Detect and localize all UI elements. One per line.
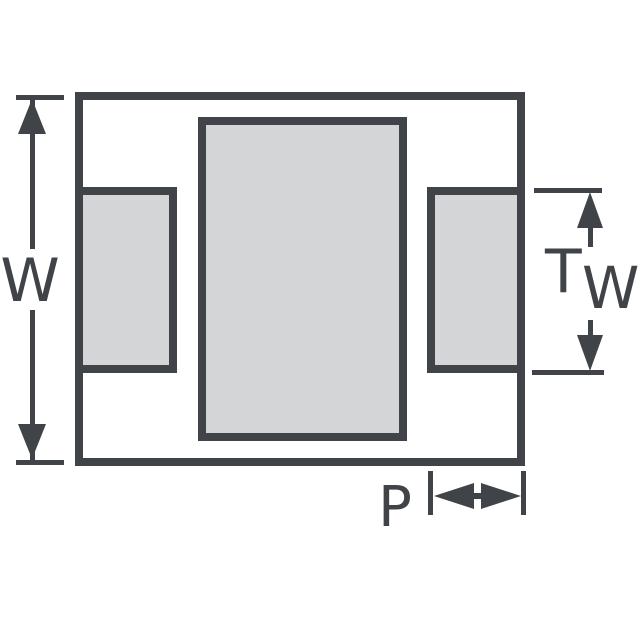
tw-dimension-top-tick [534,188,602,193]
tw-dimension-up-arrowhead-icon [577,192,603,228]
tw-dimension-label-subscript: W [582,254,640,322]
p-dimension-label: P [378,475,412,540]
tw-dimension-bottom-tick [532,370,604,375]
tw-dimension-upper-stub-line [588,225,593,247]
tw-dimension-lower-stub-line [588,320,593,338]
p-dimension-center-bar [470,493,484,499]
p-dimension-right-arrowhead-icon [481,483,521,509]
w-dimension-upper-line [30,99,35,249]
tw-dimension-down-arrowhead-icon [577,335,603,371]
w-dimension-label: W [0,246,60,316]
w-dimension-up-arrowhead-icon [18,99,46,134]
w-dimension-lower-line [30,310,35,460]
center-pad [198,117,407,441]
left-terminal-pad [75,187,177,373]
p-dimension-right-tick [521,471,526,515]
w-dimension-down-arrowhead-icon [18,424,46,459]
right-terminal-pad [427,187,525,373]
p-dimension-left-arrowhead-icon [434,483,474,509]
p-dimension-left-tick [428,471,433,515]
w-dimension-bottom-tick [16,460,64,465]
w-dimension-top-tick [16,95,64,100]
tw-dimension-label-main: T [545,237,582,307]
